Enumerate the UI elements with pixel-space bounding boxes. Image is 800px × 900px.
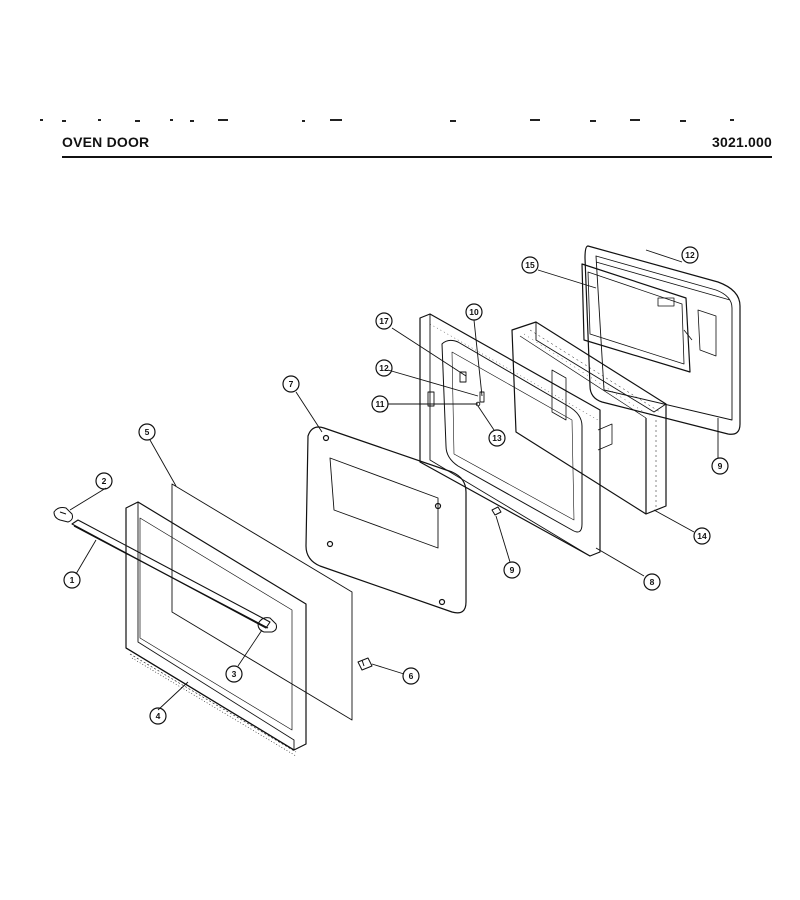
callout-14: 14 bbox=[693, 527, 711, 545]
part-8-inner-door-panel bbox=[419, 313, 613, 557]
svg-text:9: 9 bbox=[718, 461, 723, 471]
callout-3: 3 bbox=[225, 665, 243, 683]
svg-text:1: 1 bbox=[70, 575, 75, 585]
svg-text:11: 11 bbox=[376, 399, 385, 409]
part-15-inner-frame bbox=[581, 263, 717, 373]
callout-1: 1 bbox=[63, 571, 81, 589]
part-16-glass-frame bbox=[584, 245, 741, 435]
svg-text:12: 12 bbox=[379, 363, 389, 373]
part-number: 3021.000 bbox=[712, 134, 772, 150]
callout-17: 17 bbox=[375, 312, 393, 330]
callout-9-right: 9 bbox=[711, 457, 729, 475]
part-14-insulation-box bbox=[511, 321, 667, 515]
svg-text:2: 2 bbox=[102, 476, 107, 486]
svg-text:15: 15 bbox=[525, 260, 535, 270]
callout-9-center: 9 bbox=[503, 561, 521, 579]
callout-11: 11 bbox=[371, 395, 389, 413]
callout-labels: 12 15 9 14 8 9 17 10 12 11 13 7 5 2 1 3 … bbox=[63, 246, 729, 725]
part-9-screw bbox=[491, 506, 502, 516]
svg-text:8: 8 bbox=[650, 577, 655, 587]
svg-text:4: 4 bbox=[156, 711, 161, 721]
svg-text:5: 5 bbox=[145, 427, 150, 437]
svg-text:13: 13 bbox=[492, 433, 502, 443]
svg-text:9: 9 bbox=[510, 565, 515, 575]
svg-text:6: 6 bbox=[409, 671, 414, 681]
callout-8: 8 bbox=[643, 573, 661, 591]
svg-text:3: 3 bbox=[232, 669, 237, 679]
callout-5: 5 bbox=[138, 423, 156, 441]
callout-16: 12 bbox=[681, 246, 699, 264]
part-7-inner-glass bbox=[305, 426, 467, 614]
part-3-handle-cap bbox=[257, 617, 277, 633]
callout-13: 13 bbox=[488, 429, 506, 447]
part-1-handle-bar bbox=[71, 519, 271, 629]
page-title: OVEN DOOR bbox=[62, 134, 150, 150]
part-4-door-frame bbox=[125, 501, 307, 757]
svg-text:17: 17 bbox=[379, 316, 389, 326]
svg-text:12: 12 bbox=[685, 250, 695, 260]
part-6-clip bbox=[357, 657, 373, 671]
svg-text:7: 7 bbox=[289, 379, 294, 389]
callout-6: 6 bbox=[402, 667, 420, 685]
callout-12: 12 bbox=[375, 359, 393, 377]
svg-text:14: 14 bbox=[697, 531, 707, 541]
callout-15: 15 bbox=[521, 256, 539, 274]
callout-10: 10 bbox=[465, 303, 483, 321]
part-2-handle-cap bbox=[53, 507, 73, 523]
callout-4: 4 bbox=[149, 707, 167, 725]
callout-2: 2 bbox=[95, 472, 113, 490]
scan-noise-strip bbox=[40, 119, 734, 122]
header-rule bbox=[62, 156, 772, 158]
svg-text:10: 10 bbox=[469, 307, 479, 317]
part-5-outer-glass bbox=[171, 483, 353, 721]
callout-7: 7 bbox=[282, 375, 300, 393]
